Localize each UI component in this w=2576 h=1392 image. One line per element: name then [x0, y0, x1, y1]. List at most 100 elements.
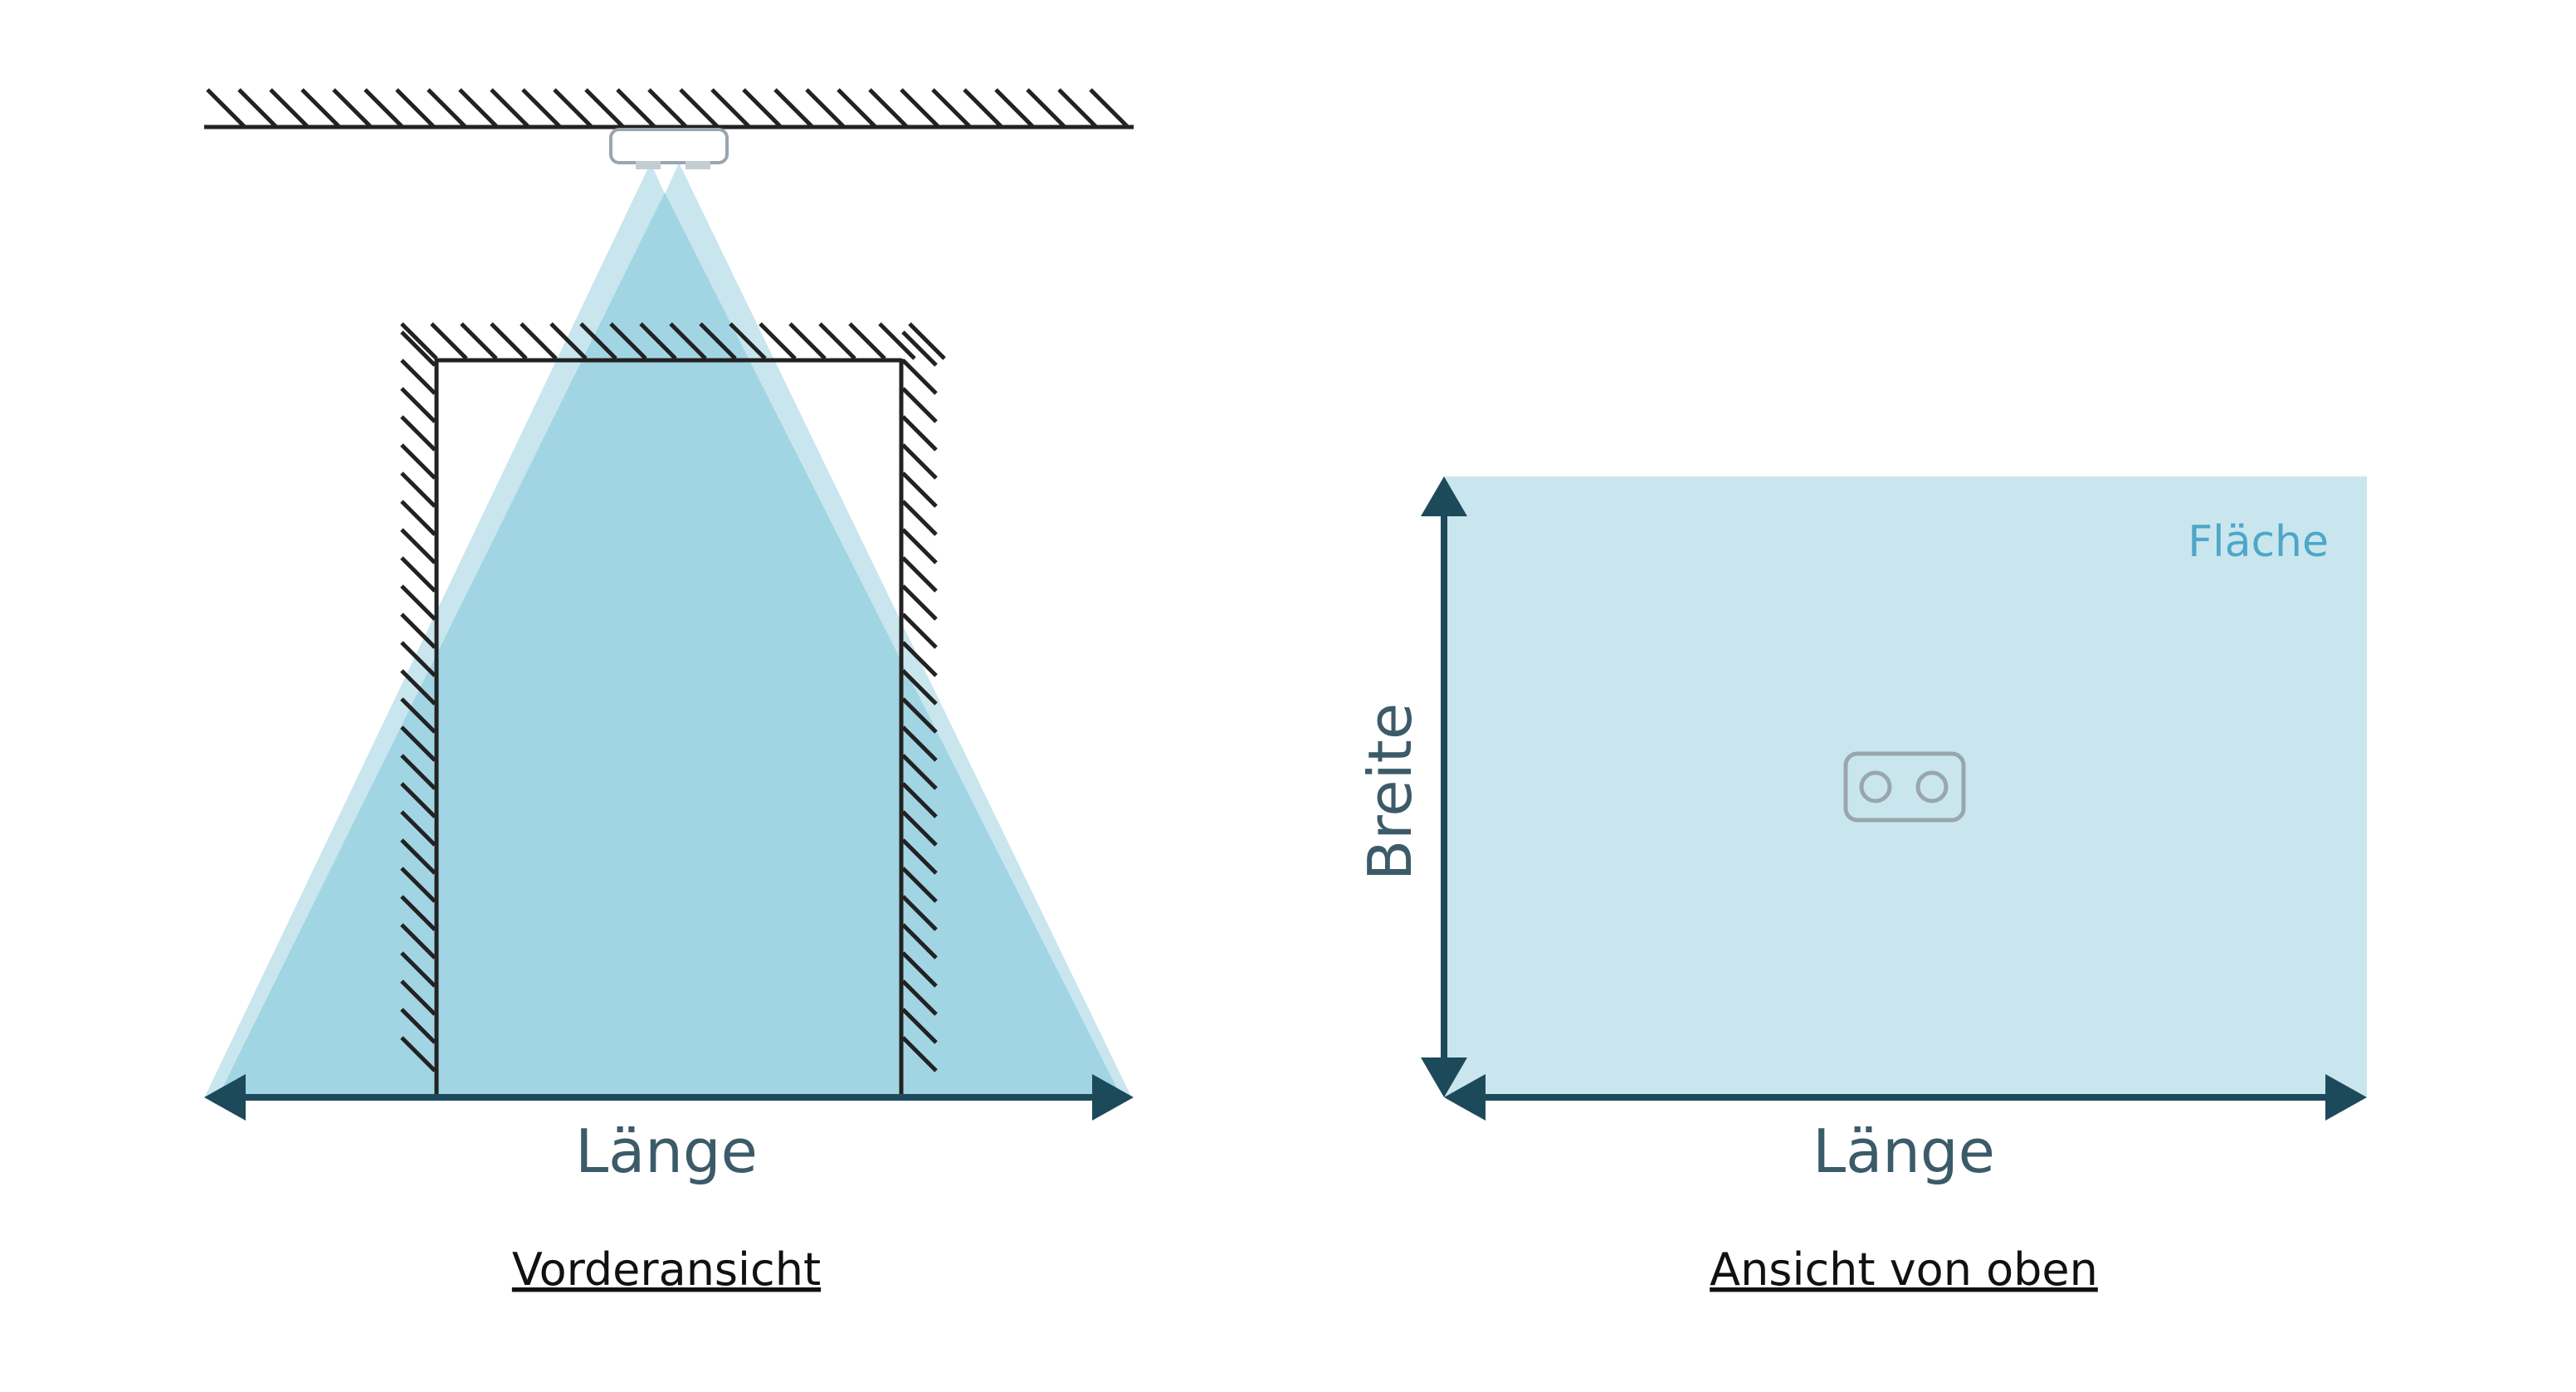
hatch-mark [206, 88, 246, 128]
hatch-mark [1089, 88, 1129, 128]
beam-overlap [217, 193, 1122, 1098]
hatch-mark [400, 951, 437, 988]
hatch-mark [237, 88, 277, 128]
hatch-mark [669, 322, 707, 360]
coverage-area [1444, 476, 2367, 1097]
hatch-mark [400, 330, 437, 367]
hatch-mark [788, 322, 827, 360]
area-label: Fläche [2188, 517, 2329, 567]
hatch-mark [549, 322, 588, 360]
hatch-mark [805, 88, 845, 128]
hatch-mark [427, 88, 466, 128]
hatch-mark [400, 613, 437, 649]
hatch-mark [901, 359, 938, 395]
hatch-mark [901, 330, 938, 367]
hatch-mark [908, 322, 946, 360]
hatch-mark [742, 88, 782, 128]
hatch-mark [400, 810, 437, 847]
hatch-mark [300, 88, 340, 128]
hatch-mark [400, 500, 437, 536]
hatch-mark [963, 88, 1003, 128]
hatch-mark [878, 322, 916, 360]
hatch-mark [430, 322, 468, 360]
hatch-mark [400, 584, 437, 621]
hatch-mark [579, 322, 617, 360]
hatch-mark [400, 895, 437, 931]
hatch-mark [400, 782, 437, 818]
hatch-mark [400, 1008, 437, 1044]
hatch-mark [901, 415, 938, 452]
hatch-mark [901, 697, 938, 734]
hatch-mark [395, 88, 435, 128]
hatch-mark [901, 867, 938, 903]
hatch-mark [901, 725, 938, 762]
hatch-mark [868, 88, 908, 128]
hatch-mark [901, 500, 938, 536]
hatch-mark [848, 322, 886, 360]
hatch-mark [837, 88, 876, 128]
hatch-mark [553, 88, 593, 128]
hatch-mark [616, 88, 656, 128]
hatch-mark [901, 1008, 938, 1044]
front-length-label: Länge [575, 1116, 758, 1186]
hatch-mark [699, 322, 737, 360]
hatch-mark [901, 669, 938, 706]
ceiling-hatch [206, 88, 1129, 128]
hatch-mark [901, 556, 938, 593]
hatch-mark [400, 359, 437, 395]
hatch-mark [400, 697, 437, 734]
hatch-mark [710, 88, 750, 128]
hatch-mark [490, 322, 528, 360]
hatch-mark [901, 584, 938, 621]
hatch-mark [400, 471, 437, 508]
top-view: Fläche Breite Länge Ansicht von oben [1355, 476, 2367, 1296]
hatch-mark [901, 641, 938, 677]
hatch-mark [931, 88, 971, 128]
hatch-mark [400, 725, 437, 762]
ceiling-sensor-icon [609, 128, 729, 169]
hatch-mark [901, 979, 938, 1016]
hatch-mark [400, 838, 437, 875]
hatch-mark [1057, 88, 1097, 128]
hatch-mark [520, 322, 558, 360]
hatch-mark [901, 528, 938, 564]
hatch-mark [647, 88, 687, 128]
hatch-mark [901, 754, 938, 790]
front-view-caption: Vorderansicht [512, 1243, 821, 1296]
hatch-mark [609, 322, 647, 360]
width-arrow [1421, 476, 1467, 1097]
front-length-arrow [204, 1074, 1134, 1121]
hatch-mark [460, 322, 498, 360]
hatch-mark [400, 923, 437, 960]
hatch-mark [639, 322, 677, 360]
top-view-caption: Ansicht von oben [1710, 1243, 2098, 1296]
hatch-mark [269, 88, 309, 128]
hatch-mark [400, 387, 437, 423]
hatch-mark [400, 528, 437, 564]
sensor-top-icon [1843, 751, 1966, 823]
hatch-mark [901, 923, 938, 960]
hatch-mark [400, 754, 437, 790]
hatch-mark [901, 951, 938, 988]
hatch-mark [400, 1036, 437, 1072]
hatch-mark [901, 443, 938, 480]
hatch-mark [363, 88, 403, 128]
hatch-mark [584, 88, 624, 128]
hatch-mark [901, 613, 938, 649]
hatch-mark [759, 322, 797, 360]
hatch-mark [400, 415, 437, 452]
hatch-mark [332, 88, 372, 128]
hatch-mark [729, 322, 767, 360]
hatch-mark [901, 838, 938, 875]
hatch-mark [400, 322, 438, 360]
hatch-mark [490, 88, 529, 128]
width-label: Breite [1355, 703, 1425, 881]
hatch-mark [818, 322, 856, 360]
hatch-mark [458, 88, 498, 128]
hatch-mark [400, 556, 437, 593]
hatch-mark [901, 387, 938, 423]
hatch-mark [400, 669, 437, 706]
front-view: Länge Vorderansicht [204, 88, 1134, 1296]
hatch-mark [773, 88, 813, 128]
